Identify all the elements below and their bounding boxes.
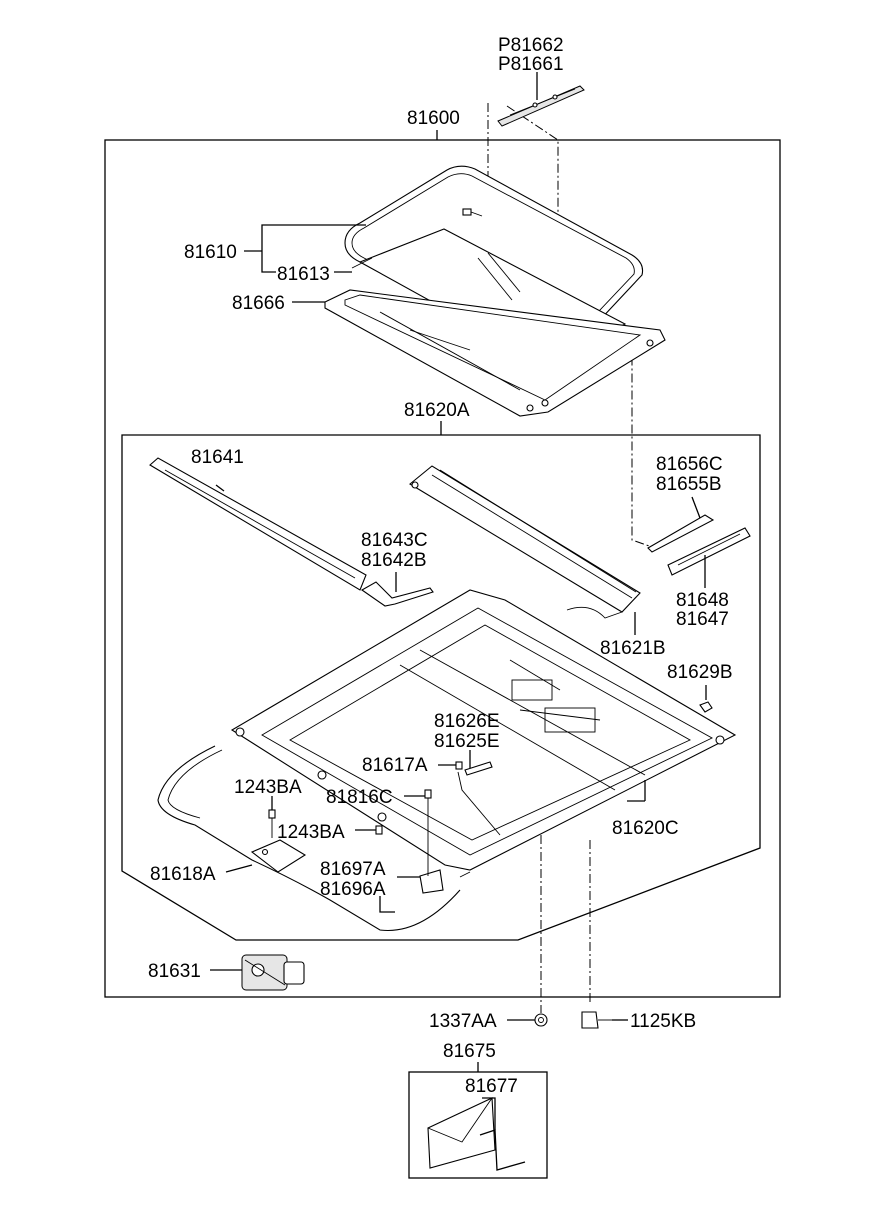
- label-81647: 81647: [676, 609, 729, 630]
- drain-hoses: [157, 745, 461, 932]
- part-81677-wrench: [479, 1129, 526, 1171]
- label-81816c: 81816C: [326, 787, 393, 808]
- label-81648: 81648: [676, 590, 729, 611]
- label-81621b: 81621B: [600, 638, 666, 659]
- part-81697a: [419, 789, 444, 894]
- label-81642b: 81642B: [361, 550, 427, 571]
- label-81617a: 81617A: [362, 755, 428, 776]
- label-81677: 81677: [465, 1076, 518, 1097]
- label-1243ba-1: 1243BA: [234, 777, 302, 798]
- label-81656c: 81656C: [656, 454, 723, 475]
- label-81631: 81631: [148, 961, 201, 982]
- assembly-box-81600: [104, 139, 781, 998]
- part-81629b: [699, 701, 713, 713]
- label-81696a: 81696A: [320, 879, 386, 900]
- part-81666-frame: [324, 289, 666, 417]
- label-p81662: P81662: [498, 35, 564, 56]
- label-1337aa: 1337AA: [429, 1011, 497, 1032]
- part-p81661-strip: [497, 85, 585, 127]
- label-81610: 81610: [184, 242, 237, 263]
- label-81643c: 81643C: [361, 530, 428, 551]
- part-81655b: [647, 514, 715, 553]
- label-81600: 81600: [407, 108, 460, 129]
- part-81617a: [455, 761, 463, 770]
- screw-1243ba-2: [375, 825, 383, 835]
- label-81629b: 81629B: [667, 662, 733, 683]
- part-81647: [667, 527, 751, 576]
- label-81697a: 81697A: [320, 859, 386, 880]
- part-81618a: [250, 839, 307, 873]
- part-81675-pouch: [427, 1097, 496, 1169]
- label-81625e: 81625E: [434, 731, 500, 752]
- label-81655b: 81655B: [656, 474, 722, 495]
- label-81641: 81641: [191, 447, 244, 468]
- part-81621b-rail: [409, 465, 641, 619]
- label-81666: 81666: [232, 293, 285, 314]
- part-1337aa-nut: [534, 1013, 548, 1027]
- label-81626e: 81626E: [434, 711, 500, 732]
- assembly-box-81620a: [121, 434, 761, 941]
- part-81641-strip: [149, 457, 367, 591]
- label-1243ba-2: 1243BA: [277, 822, 345, 843]
- label-1125kb: 1125KB: [630, 1011, 696, 1032]
- part-81613-seal: [351, 257, 373, 269]
- part-1125kb-bolt: [581, 1011, 612, 1029]
- label-81675: 81675: [443, 1041, 496, 1062]
- part-81642b-bracket: [360, 581, 434, 607]
- part-labels: P81662 P81661 81600 81610 81613 81666 81…: [148, 35, 733, 1097]
- part-81625e: [464, 761, 493, 776]
- label-81620c: 81620C: [612, 818, 679, 839]
- label-p81661: P81661: [498, 54, 564, 75]
- label-81613: 81613: [277, 264, 330, 285]
- label-81618a: 81618A: [150, 864, 216, 885]
- part-81631-motor: [241, 954, 305, 991]
- part-81620c-frame: [230, 589, 737, 871]
- small-bolt: [462, 208, 483, 217]
- label-81620a: 81620A: [404, 400, 470, 421]
